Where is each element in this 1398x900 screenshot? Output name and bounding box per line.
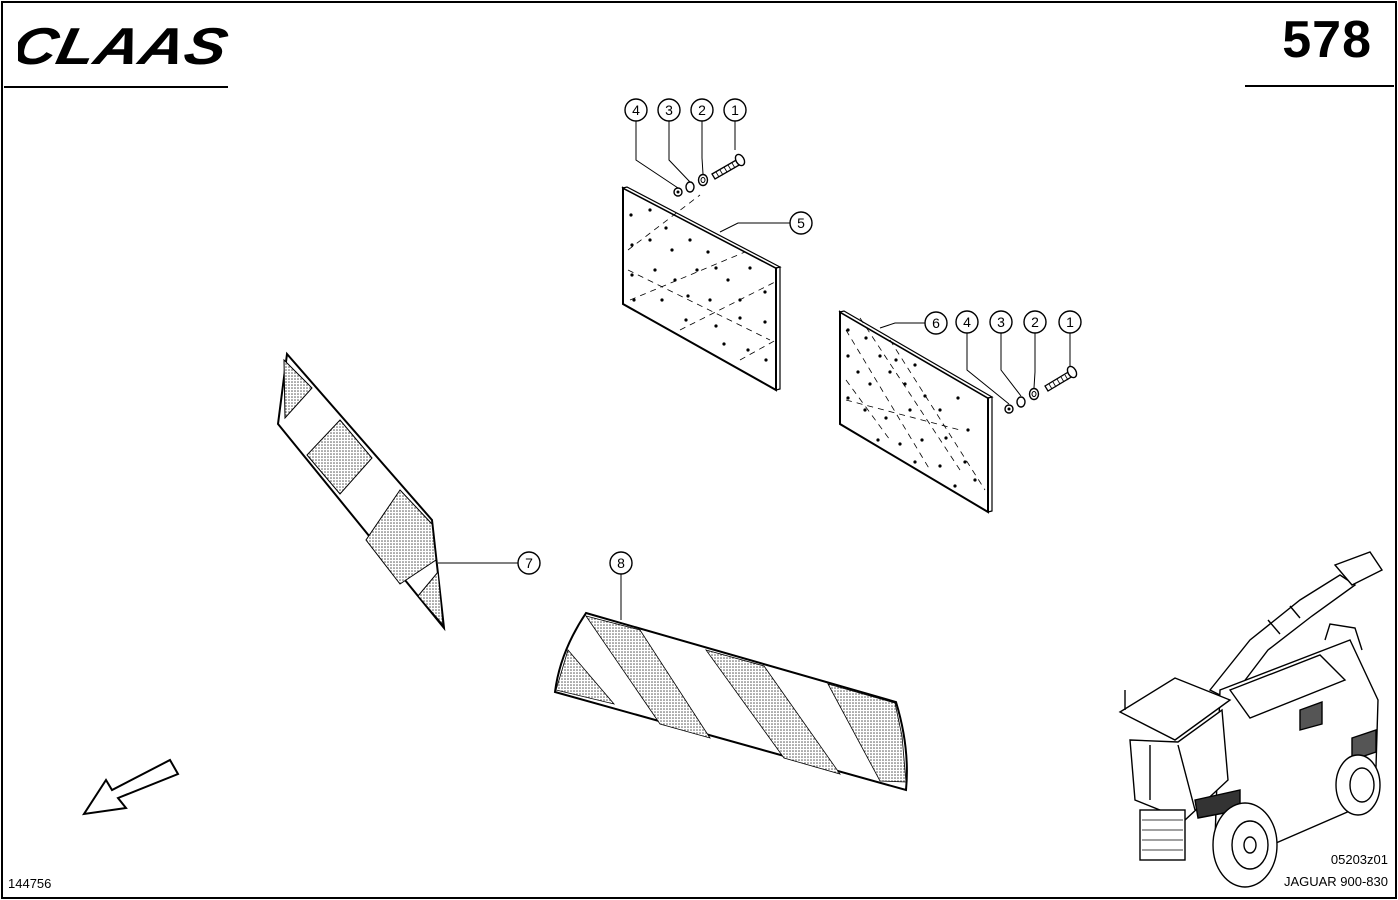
callout-label: 2 [698,102,706,118]
machine-thumbnail [1118,551,1384,888]
callout-circle [690,98,714,122]
callout-label: 1 [731,102,739,118]
direction-arrow [81,758,180,816]
callout-label: 6 [932,315,940,331]
callout-label: 4 [963,314,971,330]
reflector-plate-a [621,186,782,392]
callout-circle [609,551,633,575]
callout-circle [1023,310,1047,334]
callout-circle [1058,310,1082,334]
callout-circle [955,310,979,334]
callout-label: 8 [617,555,625,571]
warning-strip-bottom [553,611,908,792]
drawing-id: 05203z01 [1330,852,1388,867]
callout-label: 3 [665,102,673,118]
callout-circle [789,211,813,235]
callout-circle [624,98,648,122]
callout-label: 4 [632,102,640,118]
bolt-b [1044,365,1078,392]
callout-label: 5 [797,215,805,231]
document-id: 144756 [8,876,52,891]
callout-label: 1 [1066,314,1074,330]
warning-strip-left [276,351,446,632]
callout-circle [989,310,1013,334]
fasteners-plate-b [1004,365,1078,414]
callout-label: 3 [997,314,1005,330]
callout-label: 7 [525,555,533,571]
fasteners-plate-a [673,153,746,197]
callout-bubbles: 4 3 2 1 5 6 4 3 2 1 7 8 [517,98,1082,575]
callout-circle [924,311,948,335]
callout-circle [657,98,681,122]
bolt-a [711,153,746,180]
callout-circle [723,98,747,122]
reflector-plate-b [838,310,994,514]
brand-logo: CLAAS [18,22,233,70]
callout-label: 2 [1031,314,1039,330]
model-name: JAGUAR 900-830 [1283,874,1388,889]
leader-lines [438,120,1071,620]
svg-text:CLAAS: CLAAS [18,22,233,70]
page-number: 578 [1282,11,1372,69]
callout-circle [517,551,541,575]
